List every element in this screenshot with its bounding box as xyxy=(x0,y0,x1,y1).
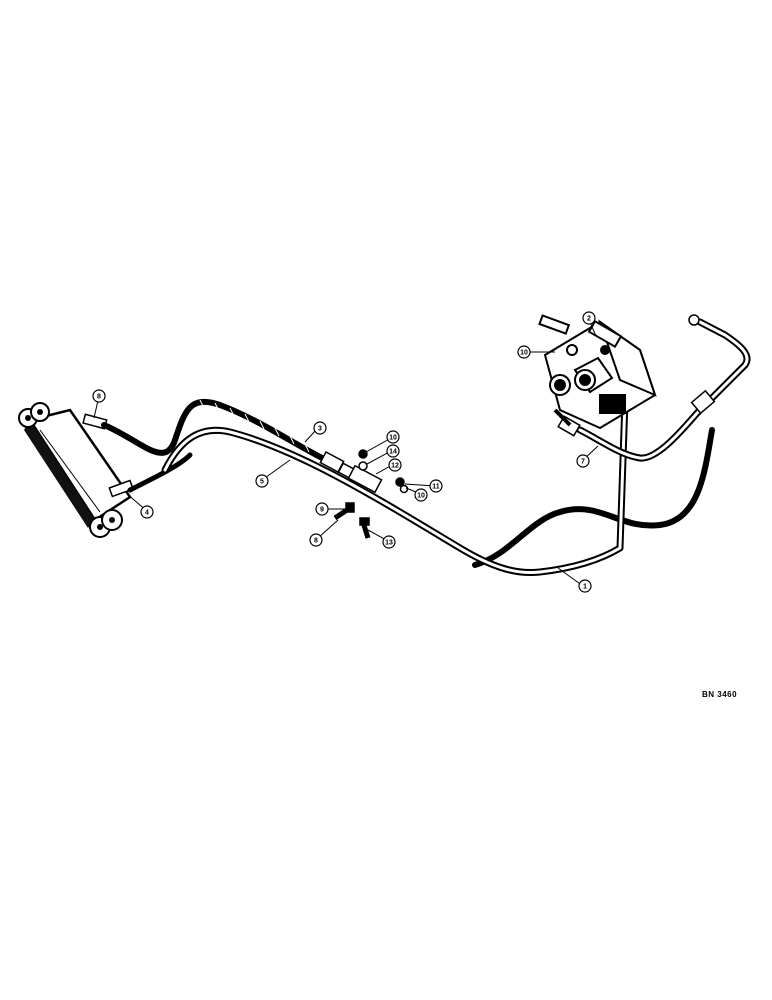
callout-3: 3 xyxy=(313,421,327,435)
callout-10-nut: 10 xyxy=(386,430,400,444)
callout-label: 10 xyxy=(417,493,425,500)
callout-label: 13 xyxy=(385,540,393,547)
callout-9: 9 xyxy=(315,502,329,516)
callout-label: 2 xyxy=(587,316,591,323)
callout-label: 7 xyxy=(581,459,585,466)
control-valve xyxy=(538,314,657,430)
callout-label: 10 xyxy=(389,435,397,442)
callout-5: 5 xyxy=(255,474,269,488)
callout-1: 1 xyxy=(578,579,592,593)
callout-2: 2 xyxy=(582,311,596,325)
callout-10-valve: 10 xyxy=(517,345,531,359)
callout-label: 12 xyxy=(391,463,399,470)
callout-10-washer: 10 xyxy=(414,488,428,502)
callout-4: 4 xyxy=(140,505,154,519)
callout-label: 9 xyxy=(320,507,324,514)
callout-label: 8 xyxy=(97,394,101,401)
hydraulic-cylinder xyxy=(18,402,135,538)
callout-7: 7 xyxy=(576,454,590,468)
drawing-reference-code: BN 3460 xyxy=(702,690,738,699)
callout-11: 11 xyxy=(429,479,443,493)
callout-label: 11 xyxy=(432,484,440,491)
callout-label: 4 xyxy=(145,510,149,517)
callout-8-cylinder: 8 xyxy=(92,389,106,403)
callout-12: 12 xyxy=(388,458,402,472)
callout-label: 1 xyxy=(583,584,587,591)
clamp-assembly xyxy=(333,449,409,539)
callout-8-bolt: 8 xyxy=(309,533,323,547)
callout-label: 3 xyxy=(318,426,322,433)
callout-label: 10 xyxy=(520,350,528,357)
callouts: 8 3 5 4 10 14 12 11 xyxy=(92,311,596,593)
callout-14: 14 xyxy=(386,444,400,458)
callout-label: 8 xyxy=(314,538,318,545)
callout-label: 5 xyxy=(260,479,264,486)
hose-armor-texture xyxy=(199,399,310,453)
callout-label: 14 xyxy=(389,449,397,456)
callout-13: 13 xyxy=(382,535,396,549)
steel-tube xyxy=(161,318,751,577)
